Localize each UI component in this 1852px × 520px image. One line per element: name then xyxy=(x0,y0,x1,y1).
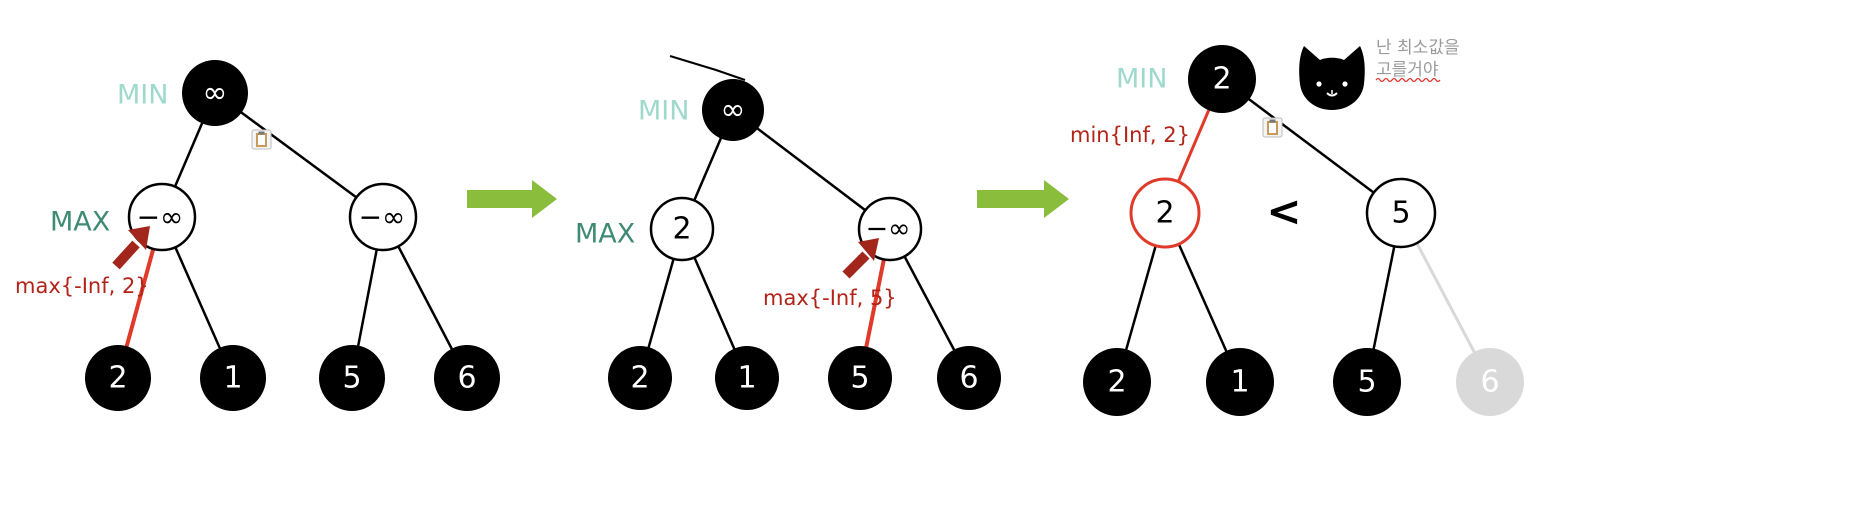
max-label: MAX xyxy=(575,219,635,250)
min-node xyxy=(182,60,248,126)
right-arrow-icon xyxy=(467,180,557,218)
max-node-right xyxy=(348,182,418,252)
leaf-value: 1 xyxy=(1230,365,1249,400)
leaf-value: 1 xyxy=(223,361,242,396)
leaf-value: 6 xyxy=(1480,365,1499,400)
leaf-node xyxy=(608,346,672,410)
comparison-symbol: < xyxy=(1266,187,1301,236)
min-label: MIN xyxy=(1116,64,1167,95)
leaf-value: 2 xyxy=(1107,365,1126,400)
edge-root-right xyxy=(214,91,384,219)
leaf-value: 2 xyxy=(108,361,127,396)
spellcheck-underline xyxy=(1375,77,1441,83)
right-arrow-icon xyxy=(977,180,1069,218)
leaf-node xyxy=(1206,348,1274,416)
edge-parent-partial xyxy=(669,55,746,81)
max-label: MAX xyxy=(50,207,110,238)
leaf-node xyxy=(1083,348,1151,416)
max-annotation: max{-Inf, 5} xyxy=(763,286,897,310)
max-node-right-value: −∞ xyxy=(359,201,406,234)
clipboard-icon xyxy=(251,129,272,150)
leaf-node-faded xyxy=(1456,348,1524,416)
leaf-value: 6 xyxy=(457,361,476,396)
leaf-node xyxy=(200,345,266,411)
edge-root-right xyxy=(1221,77,1402,215)
cat-note-line-2: 고를거야 xyxy=(1376,60,1439,80)
leaf-value: 5 xyxy=(1357,365,1376,400)
cat-icon xyxy=(1299,46,1365,110)
panel-2: MIN MAX ∞ 2 −∞ 2 1 5 6 max{-Inf, 5} xyxy=(575,55,1001,410)
min-label: MIN xyxy=(117,80,168,111)
leaf-value: 6 xyxy=(959,361,978,396)
pointer-arrow-icon xyxy=(112,226,150,270)
cat-note-line-1: 난 최소값을 xyxy=(1376,38,1460,58)
min-label: MIN xyxy=(638,96,689,127)
min-node-value: 2 xyxy=(1212,62,1231,97)
min-node xyxy=(702,79,764,141)
edge-root-right xyxy=(732,109,891,230)
max-node-right xyxy=(1365,177,1437,249)
max-node-left-value: 2 xyxy=(1155,196,1174,231)
clipboard-icon xyxy=(1262,117,1283,138)
max-node-left xyxy=(1129,177,1201,249)
leaf-value: 5 xyxy=(342,361,361,396)
min-node xyxy=(1188,45,1256,113)
leaf-value: 5 xyxy=(850,361,869,396)
max-node-right-value: 5 xyxy=(1391,196,1410,231)
leaf-node xyxy=(85,345,151,411)
leaf-value: 2 xyxy=(630,361,649,396)
panel-1: MIN MAX ∞ −∞ −∞ 2 1 5 6 max{-Inf, 2} xyxy=(15,60,500,411)
leaf-node xyxy=(319,345,385,411)
leaf-node xyxy=(1333,348,1401,416)
min-node-value: ∞ xyxy=(721,93,746,128)
min-annotation: min{Inf, 2} xyxy=(1070,123,1190,147)
max-annotation: max{-Inf, 2} xyxy=(15,274,149,298)
leaf-node xyxy=(937,346,1001,410)
pointer-arrow-icon xyxy=(842,238,879,279)
leaf-node xyxy=(715,346,779,410)
panel-3: MIN min{Inf, 2} 2 2 < 5 2 1 5 6 xyxy=(1070,38,1524,416)
leaf-value: 1 xyxy=(737,361,756,396)
min-node-value: ∞ xyxy=(203,76,228,111)
leaf-node xyxy=(828,346,892,410)
leaf-node xyxy=(434,345,500,411)
max-node-left xyxy=(649,196,715,262)
max-node-left-value: 2 xyxy=(672,212,691,247)
